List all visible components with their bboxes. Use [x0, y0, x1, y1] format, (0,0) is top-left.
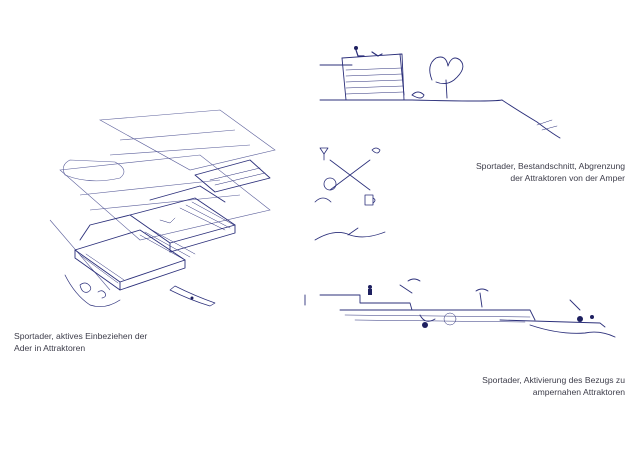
- caption-bottom-right: Sportader, Aktivierung des Bezugs zu amp…: [450, 374, 625, 398]
- attractor-icons-sketch: [310, 140, 390, 250]
- caption-left-line2: Ader in Attraktoren: [14, 343, 86, 353]
- isometric-sketch: [20, 100, 280, 320]
- caption-top-right-line2: der Attraktoren von der Amper: [510, 173, 625, 183]
- caption-left: Sportader, aktives Einbeziehen der Ader …: [14, 330, 147, 354]
- section-sketch-bottom: [300, 275, 620, 355]
- caption-bottom-right-line1: Sportader, Aktivierung des Bezugs zu: [482, 375, 625, 385]
- section-sketch-top: [312, 40, 562, 145]
- caption-top-right-line1: Sportader, Bestandschnitt, Abgrenzung: [475, 161, 625, 171]
- caption-top-right: Sportader, Bestandschnitt, Abgrenzung de…: [450, 160, 625, 184]
- caption-left-line1: Sportader, aktives Einbeziehen der: [14, 331, 148, 341]
- caption-bottom-right-line2: ampernahen Attraktoren: [532, 387, 625, 397]
